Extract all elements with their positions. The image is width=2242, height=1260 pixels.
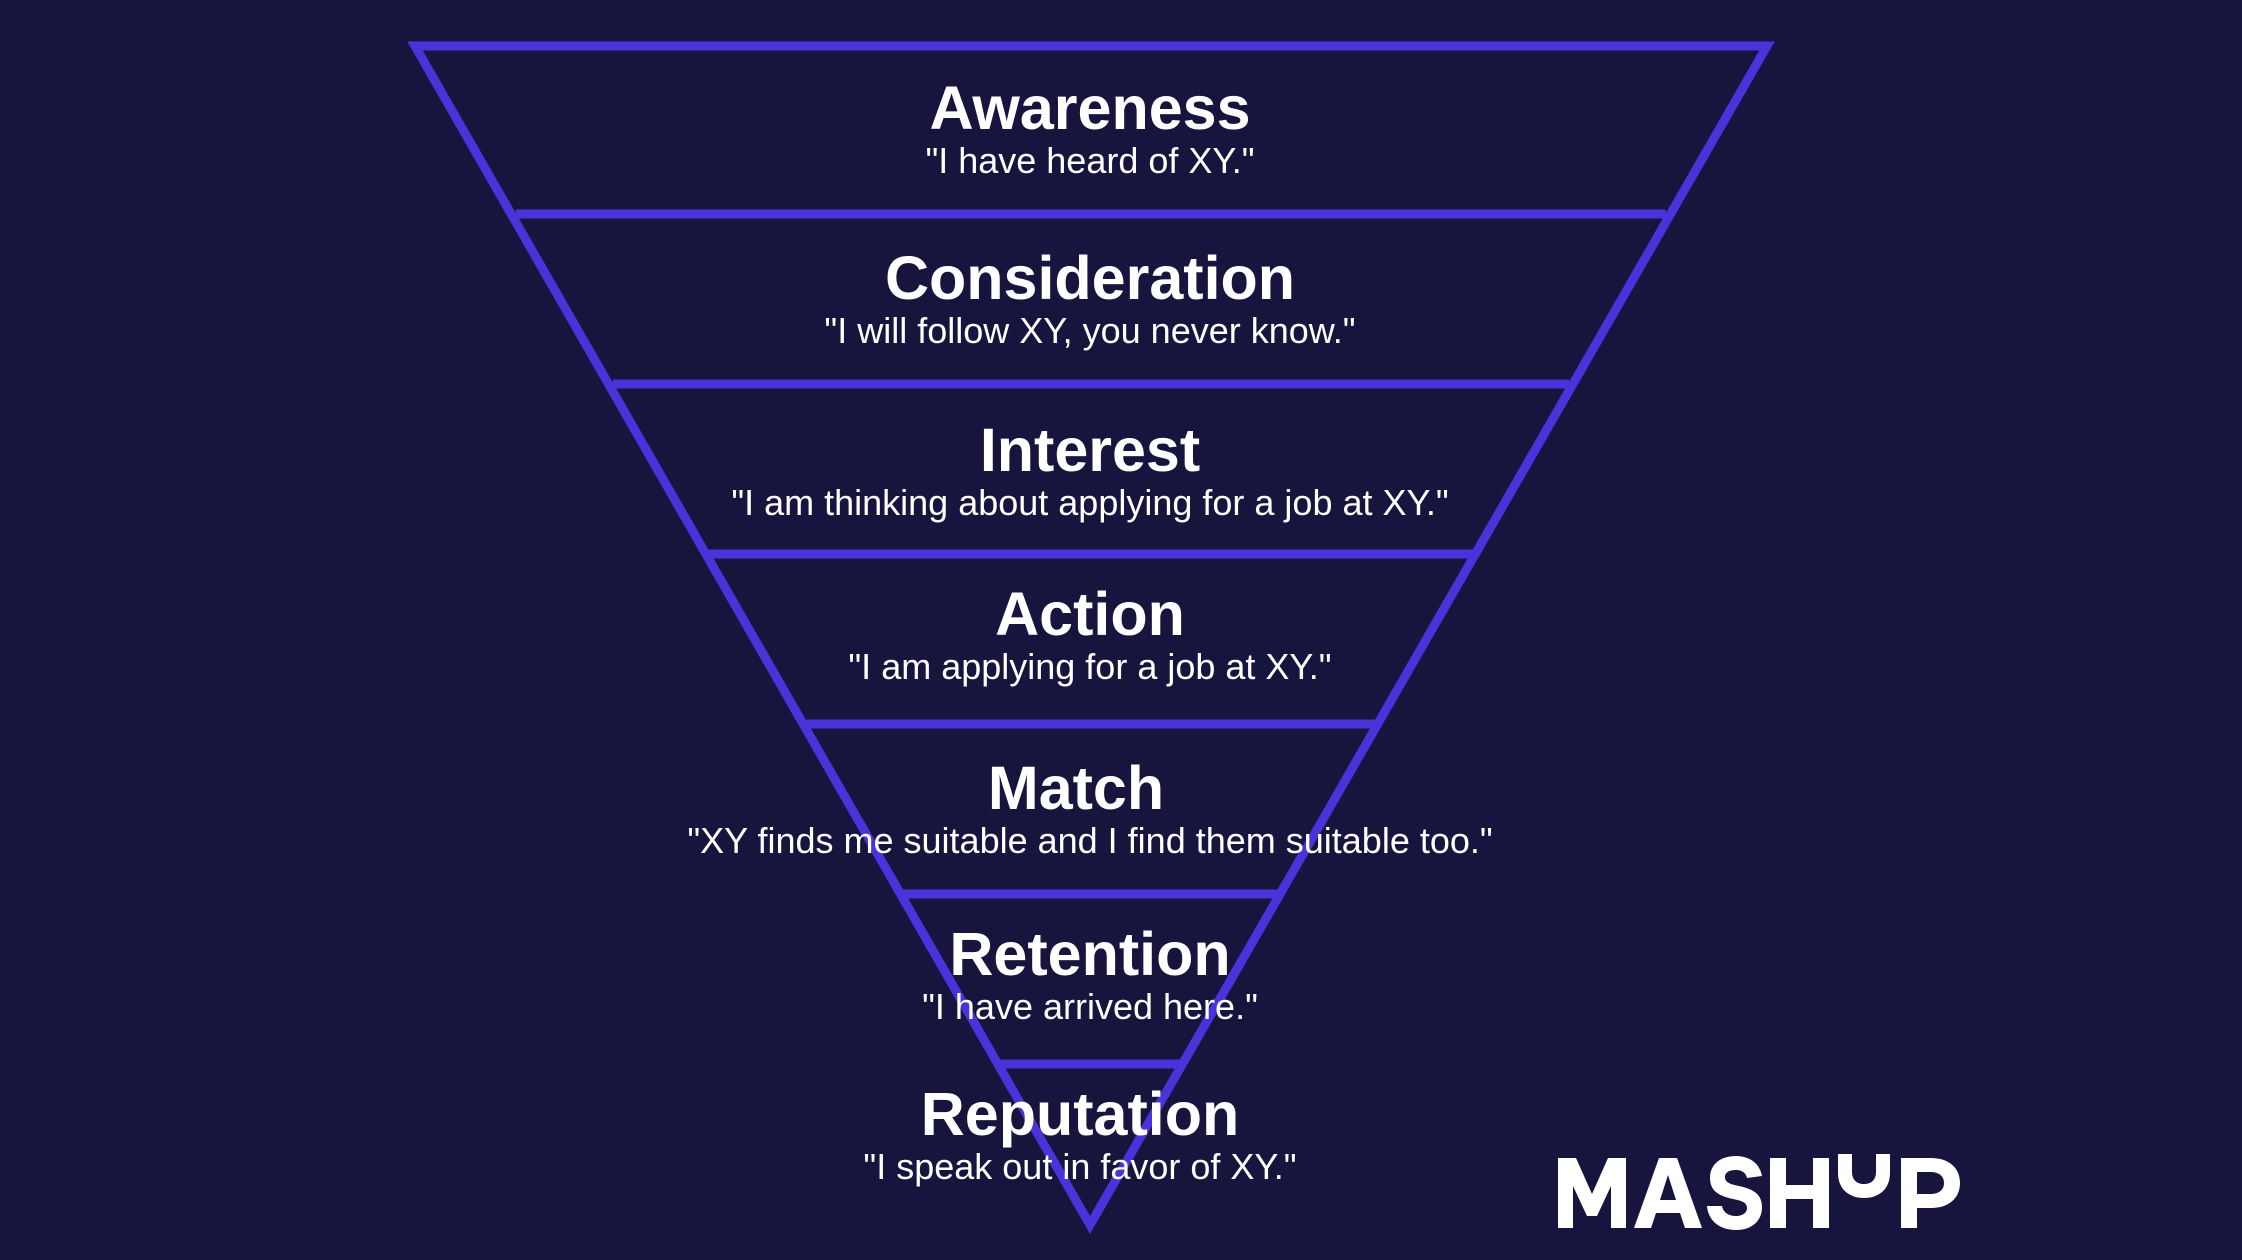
stage-retention: Retention "I have arrived here." (0, 924, 2180, 1025)
logo-letter-h (1770, 1158, 1829, 1228)
mashup-logo (1558, 1154, 1960, 1230)
stage-interest: Interest "I am thinking about applying f… (0, 420, 2180, 521)
stage-awareness: Awareness "I have heard of XY." (0, 78, 2180, 179)
logo-letter-a (1634, 1158, 1702, 1228)
stage-title: Consideration (884, 244, 1296, 312)
stage-title: Match (987, 754, 1165, 822)
stage-quote: "I have heard of XY." (925, 140, 1255, 181)
stage-title: Action (995, 580, 1185, 648)
logo-letter-s (1707, 1156, 1762, 1230)
funnel-triangle (407, 41, 1775, 1235)
logo-letter-p (1901, 1158, 1960, 1228)
stage-quote: "I am applying for a job at XY." (848, 646, 1332, 687)
funnel-dividers (516, 209, 1666, 1069)
stage-quote: "I speak out in favor of XY." (863, 1146, 1297, 1187)
stage-quote: "I have arrived here." (922, 986, 1258, 1027)
logo-letter-u (1838, 1154, 1890, 1198)
stage-title: Retention (949, 920, 1231, 988)
stage-title: Awareness (929, 74, 1251, 142)
stage-quote: "I will follow XY, you never know." (824, 310, 1356, 351)
stage-action: Action "I am applying for a job at XY." (0, 584, 2180, 685)
stage-quote: "XY finds me suitable and I find them su… (687, 820, 1493, 861)
stage-consideration: Consideration "I will follow XY, you nev… (0, 248, 2180, 349)
stage-title: Interest (979, 416, 1201, 484)
logo-letter-m (1558, 1158, 1626, 1228)
stage-quote: "I am thinking about applying for a job … (731, 482, 1449, 523)
stage-reputation: Reputation "I speak out in favor of XY." (0, 1084, 2170, 1185)
stage-match: Match "XY finds me suitable and I find t… (0, 758, 2166, 859)
funnel-outline (407, 41, 1775, 1235)
stage-title: Reputation (920, 1080, 1240, 1148)
